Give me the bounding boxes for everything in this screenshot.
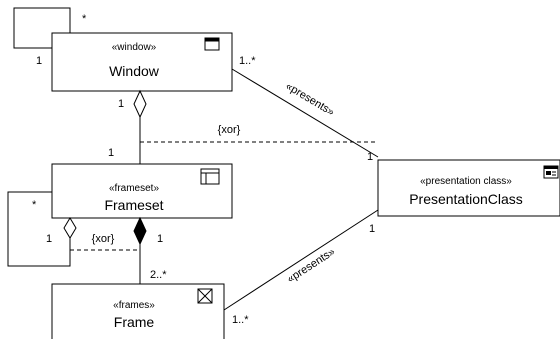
window-icon — [204, 37, 220, 51]
window-presents-mult-presentation: 1 — [367, 151, 373, 163]
frameset-aggregation-diamond — [63, 217, 77, 239]
frame-stereotype: «frames» — [113, 300, 155, 311]
presentation-name: PresentationClass — [409, 191, 523, 207]
window-aggregation-diamond — [133, 89, 147, 119]
frame-name: Frame — [114, 314, 155, 330]
window-class[interactable]: «window» Window — [51, 32, 233, 92]
xor-top-label: {xor} — [218, 124, 241, 136]
frameset-frame-mult-frame: 2..* — [150, 269, 167, 281]
window-presents-line — [231, 68, 379, 158]
frame-class[interactable]: «frames» Frame — [51, 283, 225, 339]
frameset-self-mult-star: * — [32, 199, 37, 211]
frameset-self-mult-one: 1 — [46, 233, 52, 245]
frameset-name: Frameset — [104, 197, 163, 213]
frameset-class[interactable]: «frameset» Frameset — [51, 163, 233, 219]
window-presents-mult-window: 1..* — [239, 55, 256, 67]
frameset-composition-diamond — [133, 216, 147, 246]
window-frameset-mult-window: 1 — [118, 98, 124, 110]
xor-bottom-label: {xor} — [92, 233, 115, 245]
window-stereotype: «window» — [112, 42, 157, 53]
frame-presents-mult-presentation: 1 — [369, 223, 375, 235]
frame-presents-line — [223, 209, 379, 311]
window-self-association — [13, 7, 71, 49]
window-self-mult-star: * — [82, 13, 87, 25]
presentation-class-icon — [543, 165, 559, 179]
frame-icon — [197, 288, 213, 304]
frameset-stereotype: «frameset» — [109, 183, 159, 194]
window-self-mult-one: 1 — [36, 55, 42, 67]
frameset-icon — [200, 168, 220, 185]
window-name: Window — [109, 63, 160, 79]
frameset-self-association — [7, 191, 71, 267]
presentation-class[interactable]: «presentation class» PresentationClass — [377, 159, 560, 217]
window-frameset-mult-frameset: 1 — [108, 147, 114, 159]
frameset-frame-mult-frameset: 1 — [157, 233, 163, 245]
window-presents-label: «presents» — [283, 80, 336, 118]
frame-presents-mult-frame: 1..* — [232, 314, 249, 326]
presentation-stereotype: «presentation class» — [420, 176, 512, 187]
